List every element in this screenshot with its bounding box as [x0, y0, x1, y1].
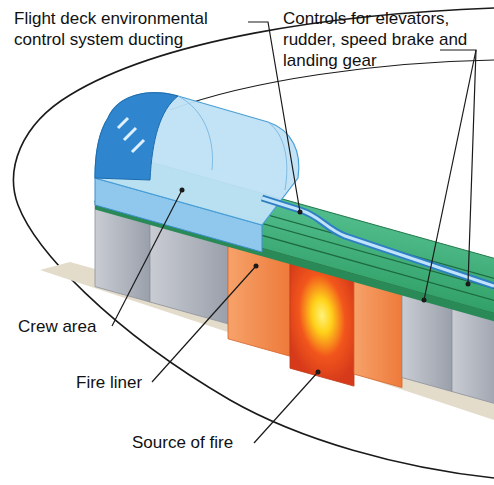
crew-end-cap [95, 93, 178, 180]
cap-marks [118, 118, 144, 152]
ecs-duct [262, 198, 494, 286]
callout-label: Crew area [18, 316, 138, 337]
callout-label: Fire liner [76, 372, 196, 393]
crew-dome [95, 93, 299, 225]
crew-dome-line [178, 96, 213, 170]
crew-dome-line [268, 122, 287, 190]
callout-label: Source of fire [132, 432, 272, 453]
callout-label: Controls for elevators, rudder, speed br… [283, 8, 488, 71]
leader-dots [180, 188, 471, 375]
leader-lines [112, 22, 476, 443]
ecs-duct-core [262, 198, 494, 286]
callout-label: Flight deck environmental control system… [14, 8, 250, 50]
